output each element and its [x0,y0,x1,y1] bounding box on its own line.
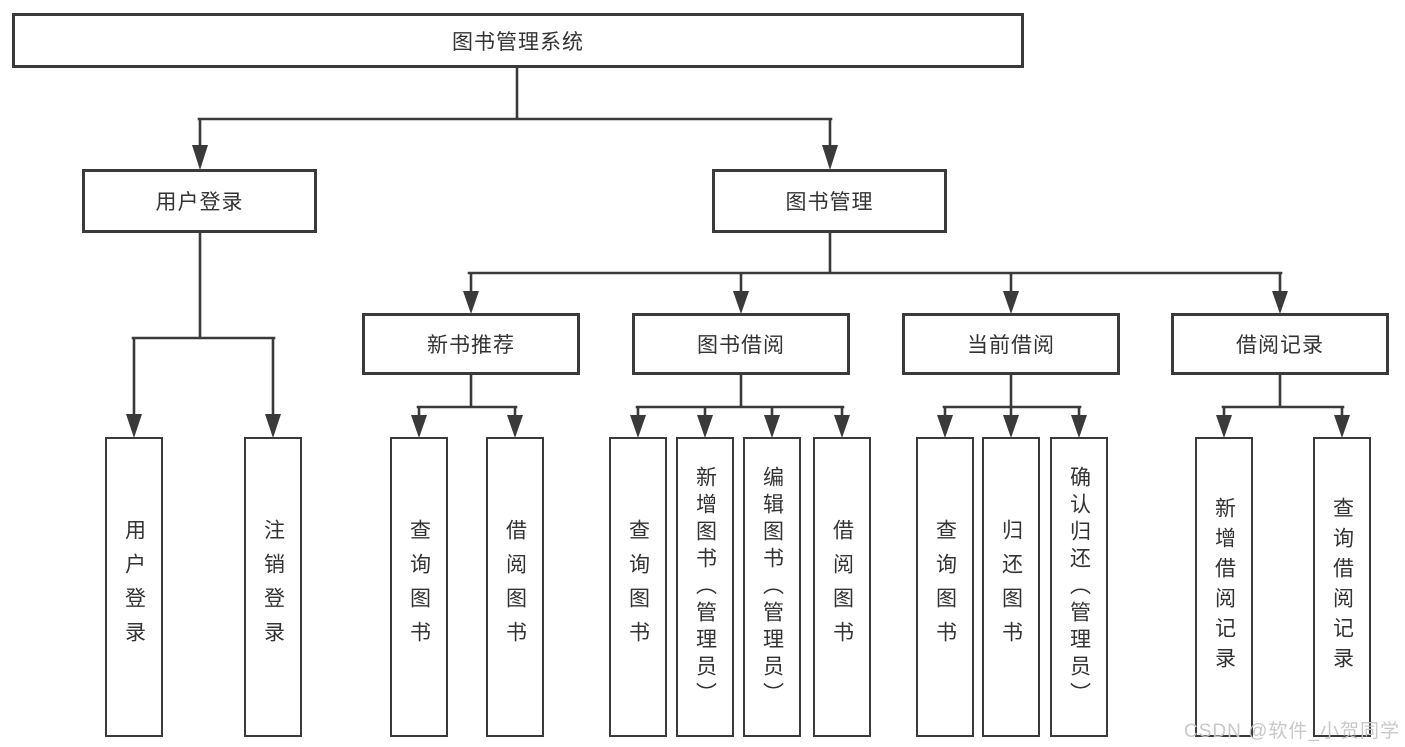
arrowhead-icon [1334,415,1350,438]
arrowhead-icon [411,415,427,438]
node-new-book-recommend: 新书推荐 [362,313,580,375]
arrowhead-icon [733,291,749,314]
leaf-add-book-admin: 新增图书（管理员） [676,437,734,737]
leaf-label: 查询图书 [626,519,650,655]
leaf-label: 查询借阅记录 [1330,497,1354,677]
leaf-borrow-books-borrow: 借阅图书 [813,437,871,737]
connector-records-to-leaves [1221,373,1345,419]
csdn-watermark: CSDN @软件_小贺同学 [1184,721,1400,742]
arrowhead-icon [126,414,142,438]
leaf-user-login: 用户登录 [105,437,163,737]
leaf-add-borrow-record: 新增借阅记录 [1195,437,1253,737]
leaf-label: 查询图书 [407,519,431,655]
leaf-borrow-books-recommend: 借阅图书 [486,437,544,737]
arrowhead-icon [1272,291,1288,314]
leaf-edit-book-admin: 编辑图书（管理员） [743,437,801,737]
leaf-label: 新增图书（管理员） [693,465,717,709]
leaf-label: 新增借阅记录 [1212,497,1236,677]
arrowhead-icon [463,291,479,314]
node-book-management: 图书管理 [712,169,947,233]
node-book-borrow: 图书借阅 [632,313,850,375]
leaf-query-books-current: 查询图书 [916,437,974,737]
arrowhead-icon [822,145,838,170]
leaf-label: 注销登录 [261,519,285,655]
leaf-query-books-recommend: 查询图书 [390,437,448,737]
arrowhead-icon [192,145,208,170]
leaf-label: 查询图书 [933,519,957,655]
leaf-confirm-return-admin: 确认归还（管理员） [1050,437,1108,737]
connector-recommend-to-leaves [416,373,518,419]
arrowhead-icon [1071,415,1087,438]
arrowhead-icon [834,415,850,438]
arrowhead-icon [1003,415,1019,438]
arrowhead-icon [697,415,713,438]
leaf-label: 归还图书 [999,519,1023,655]
leaf-label: 借阅图书 [830,519,854,655]
leaf-label: 编辑图书（管理员） [760,465,784,709]
leaf-query-borrow-record: 查询借阅记录 [1313,437,1371,737]
leaf-query-books-borrow: 查询图书 [609,437,667,737]
leaf-label: 确认归还（管理员） [1067,465,1091,709]
connector-borrow-to-leaves [635,373,845,419]
arrowhead-icon [937,415,953,438]
leaf-logout: 注销登录 [244,437,302,737]
leaf-return-book: 归还图书 [982,437,1040,737]
connector-root-to-level2 [197,65,833,149]
connector-bookmgmt-to-level3 [467,231,1283,295]
leaf-label: 借阅图书 [503,519,527,655]
arrowhead-icon [265,414,281,438]
arrowhead-icon [507,415,523,438]
node-user-login-group: 用户登录 [82,169,317,233]
leaf-label: 用户登录 [122,519,146,655]
node-borrow-records: 借阅记录 [1171,313,1389,375]
connector-current-to-leaves [942,373,1082,419]
arrowhead-icon [630,415,646,438]
node-current-borrow: 当前借阅 [902,313,1120,375]
connector-userlogin-to-leaves [131,231,276,418]
node-root: 图书管理系统 [12,13,1024,68]
arrowhead-icon [1216,415,1232,438]
arrowhead-icon [1003,291,1019,314]
arrowhead-icon [764,415,780,438]
